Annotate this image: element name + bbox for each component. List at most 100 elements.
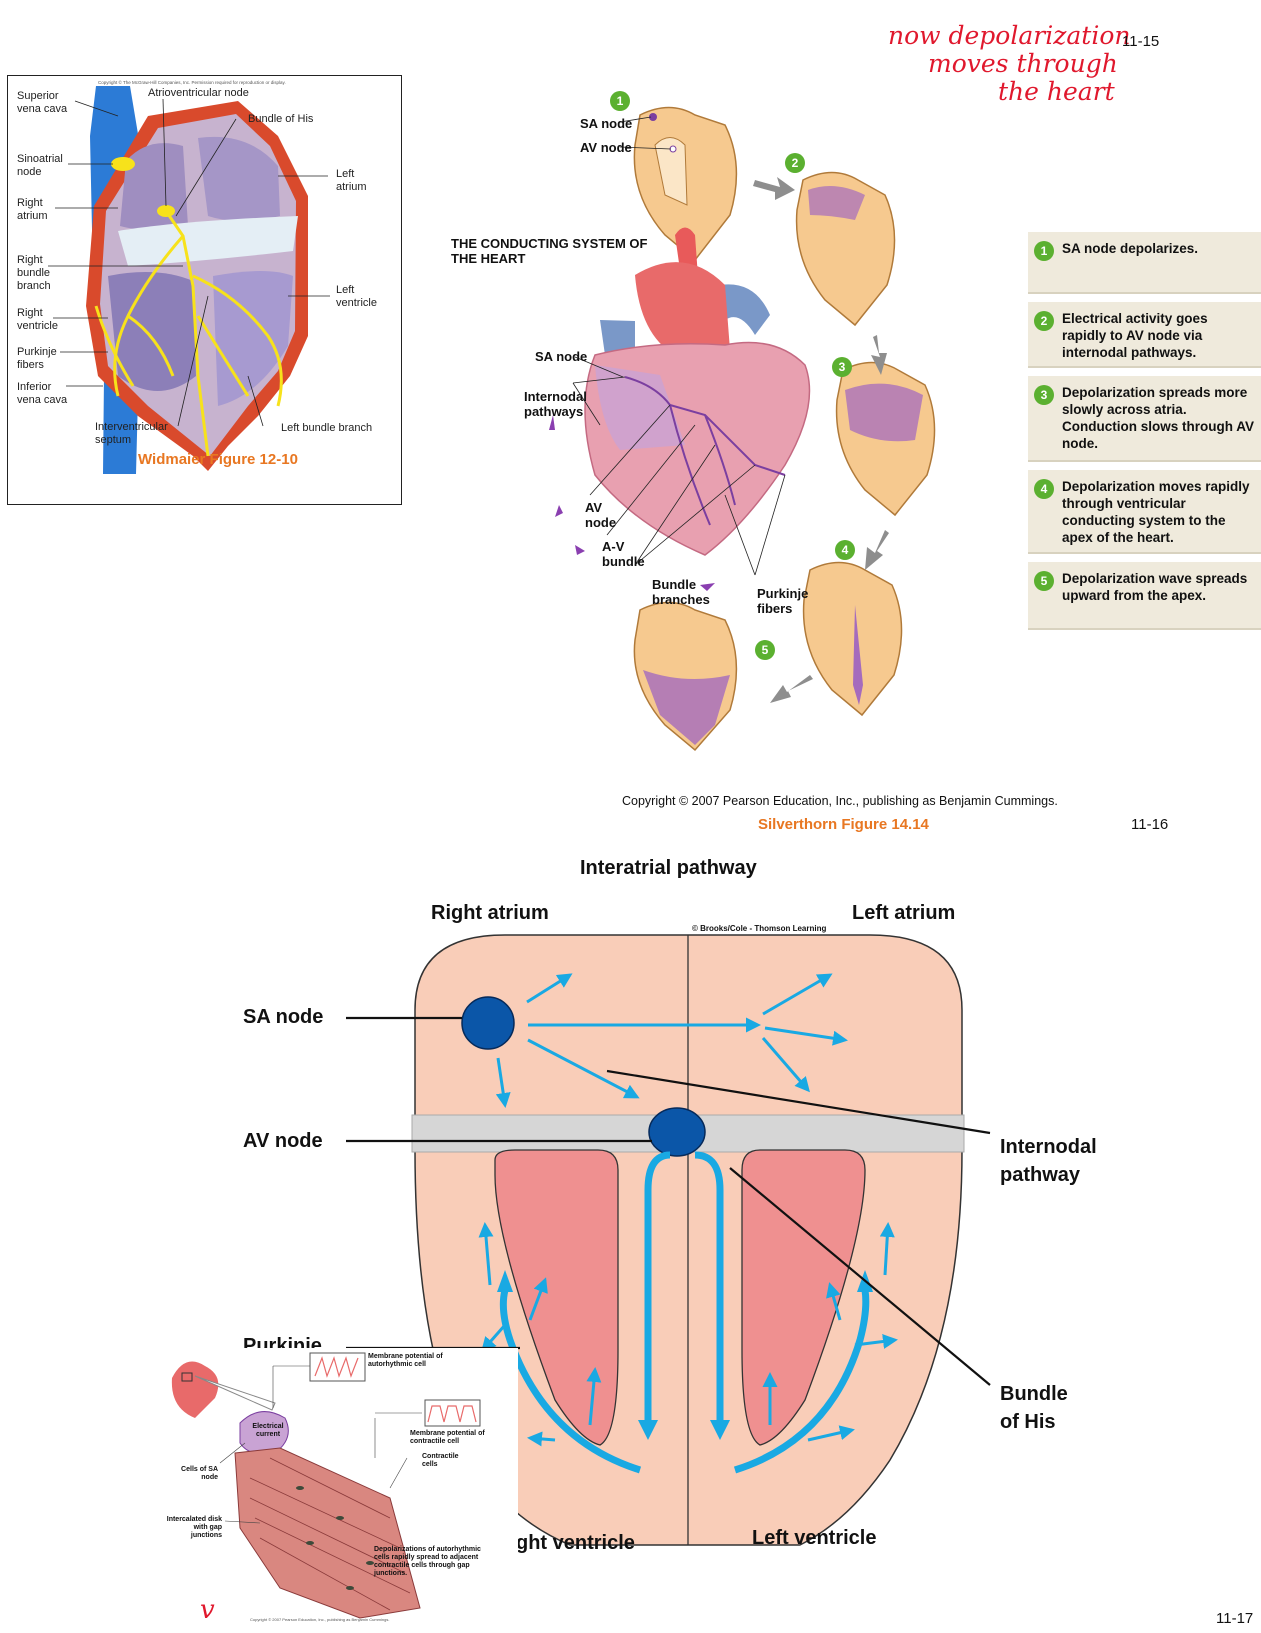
step-3: 3 Depolarization spreads more slowly acr… bbox=[1028, 376, 1261, 462]
stage-heart-5 bbox=[633, 601, 738, 752]
label-purkinje-fibers: Purkinje fibers bbox=[17, 346, 57, 371]
label-sinoatrial-node: Sinoatrial node bbox=[17, 153, 63, 178]
stage-numbers: 1 2 3 4 5 bbox=[617, 94, 849, 657]
label-right-bundle-branch: Right bundle branch bbox=[17, 254, 51, 292]
label-electrical-current: Electrical current bbox=[252, 1423, 284, 1438]
fiber-striations bbox=[249, 1457, 411, 1611]
sinoatrial-node bbox=[111, 157, 135, 171]
step-5: 5 Depolarization wave spreads upward fro… bbox=[1028, 562, 1261, 630]
autorhythmic-inset: Membrane potential of autorhythmic cell … bbox=[160, 1348, 518, 1633]
autorhythmic-trace bbox=[314, 1356, 359, 1378]
schematic-title: Interatrial pathway bbox=[580, 857, 757, 879]
step-2-number: 2 bbox=[1034, 311, 1054, 331]
stage-heart-2 bbox=[795, 171, 896, 327]
step-3-text: Depolarization spreads more slowly acros… bbox=[1062, 385, 1254, 451]
right-ventricle-shape bbox=[108, 272, 196, 391]
left-ventricle-cavity bbox=[741, 1149, 866, 1446]
large-heart bbox=[584, 227, 811, 556]
purple-flow-arrows bbox=[549, 415, 715, 591]
contractile-trace bbox=[427, 1405, 477, 1423]
nuclei bbox=[296, 1486, 374, 1590]
label-sa-node-schematic: SA node bbox=[243, 1006, 324, 1028]
label-av-node-schematic: AV node bbox=[243, 1130, 323, 1152]
label-sa-node: SA node bbox=[535, 349, 588, 364]
steps-panel: 1 SA node depolarizes. 2 Electrical acti… bbox=[1028, 232, 1261, 638]
handwritten-checkmark: v bbox=[200, 1595, 215, 1625]
heart-cross-section bbox=[48, 86, 330, 474]
stage-number-4: 4 bbox=[842, 543, 849, 557]
mini-heart-zoom-box bbox=[181, 1372, 193, 1382]
bundle-fibers bbox=[499, 1151, 870, 1474]
inset-drawing bbox=[171, 1352, 481, 1619]
silverthorn-caption: Silverthorn Figure 14.14 bbox=[758, 816, 929, 833]
label-left-bundle-branch: Left bundle branch bbox=[281, 422, 373, 434]
label-internodal-pathways: Internodal pathways bbox=[524, 389, 587, 419]
step-1-text: SA node depolarizes. bbox=[1062, 241, 1199, 256]
label-bundle-branches: Bundle branches bbox=[652, 577, 710, 607]
widmaier-leader-lines bbox=[48, 98, 330, 427]
schematic-copyright: © Brooks/Cole - Thomson Learning bbox=[692, 924, 827, 933]
label-internodal-pathway: Internodal pathway bbox=[1000, 1136, 1097, 1186]
label-left-ventricle-schematic: Left ventricle bbox=[752, 1527, 877, 1549]
contractile-trace-box bbox=[424, 1399, 481, 1427]
label-purkinje-fibers-silverthorn: Purkinje fibers bbox=[757, 586, 809, 616]
label-av-node: AV node bbox=[585, 500, 617, 530]
label-av-bundle: A-V bundle bbox=[602, 539, 645, 569]
handwritten-line-3: the heart bbox=[998, 77, 1115, 106]
label-cells-of-sa-node: Cells of SA node bbox=[181, 1466, 218, 1481]
inset-copyright: Copyright © 2007 Pearson Education, Inc.… bbox=[250, 1617, 390, 1622]
label-right-ventricle: Right ventricle bbox=[17, 307, 58, 332]
stage-number-1: 1 bbox=[617, 94, 624, 108]
label-left-atrium: Left atrium bbox=[336, 168, 367, 193]
step-4-number: 4 bbox=[1034, 479, 1054, 499]
label-bundle-of-his-schematic: Bundle of His bbox=[1000, 1383, 1068, 1433]
handwritten-line-1: now depolarization bbox=[888, 21, 1131, 50]
step-4-text: Depolarization moves rapidly through ven… bbox=[1062, 479, 1250, 545]
silverthorn-title: THE CONDUCTING SYSTEM OF THE HEART bbox=[451, 236, 648, 266]
label-right-ventricle-schematic: Right ventricle bbox=[496, 1532, 635, 1554]
autorhythmic-trace-box bbox=[309, 1352, 366, 1382]
widmaier-figure: Copyright © The McGraw-Hill Companies, I… bbox=[7, 75, 402, 505]
step-4: 4 Depolarization moves rapidly through v… bbox=[1028, 470, 1261, 554]
label-interventricular-septum: Interventricular septum bbox=[95, 421, 168, 446]
label-right-atrium-schematic: Right atrium bbox=[431, 902, 549, 924]
stage-number-3: 3 bbox=[839, 360, 846, 374]
label-right-atrium: Right atrium bbox=[17, 197, 48, 222]
widmaier-copyright: Copyright © The McGraw-Hill Companies, I… bbox=[98, 80, 286, 85]
step-1: 1 SA node depolarizes. bbox=[1028, 232, 1261, 294]
step-5-text: Depolarization wave spreads upward from … bbox=[1062, 571, 1248, 603]
label-depolarizations-note: Depolarizations of autorhythmic cells ra… bbox=[374, 1546, 481, 1577]
label-membrane-potential-contractile: Membrane potential of contractile cell bbox=[410, 1430, 485, 1445]
av-node-ellipse bbox=[648, 1107, 706, 1157]
label-superior-vena-cava: Superior vena cava bbox=[17, 90, 68, 115]
stage-heart-1 bbox=[633, 106, 738, 262]
valve-region bbox=[118, 216, 298, 266]
stage-number-2: 2 bbox=[792, 156, 799, 170]
stage-heart-4 bbox=[802, 561, 903, 717]
left-atrium-shape bbox=[198, 136, 280, 221]
stage-number-5: 5 bbox=[762, 643, 769, 657]
inset-leader-lines bbox=[219, 1365, 422, 1524]
silverthorn-figure: 1 2 3 4 5 bbox=[549, 91, 936, 752]
label-atrioventricular-node: Atrioventricular node bbox=[148, 87, 249, 99]
label-left-ventricle: Left ventricle bbox=[336, 284, 377, 309]
step-5-number: 5 bbox=[1034, 571, 1054, 591]
widmaier-caption: Widmaier Figure 12-10 bbox=[138, 451, 298, 468]
handwritten-line-2: moves through bbox=[928, 49, 1118, 78]
step-2: 2 Electrical activity goes rapidly to AV… bbox=[1028, 302, 1261, 368]
page-number-top: 11-15 bbox=[1122, 33, 1160, 50]
stage-heart-3 bbox=[835, 361, 936, 517]
label-left-atrium-schematic: Left atrium bbox=[852, 902, 956, 924]
label-av-node-top: AV node bbox=[580, 140, 632, 155]
silverthorn-leader-lines bbox=[572, 116, 786, 576]
sa-node-circle bbox=[461, 996, 515, 1050]
label-membrane-potential-autorhythmic: Membrane potential of autorhythmic cell bbox=[368, 1353, 443, 1368]
label-intercalated-disk: Intercalated disk with gap junctions bbox=[166, 1516, 222, 1539]
label-contractile-cells: Contractile cells bbox=[422, 1453, 459, 1468]
progression-arrows bbox=[753, 177, 889, 703]
page-number-middle: 11-16 bbox=[1131, 816, 1169, 833]
step-3-number: 3 bbox=[1034, 385, 1054, 405]
label-inferior-vena-cava: Inferior vena cava bbox=[17, 381, 68, 406]
zoom-arrow bbox=[194, 1375, 276, 1411]
